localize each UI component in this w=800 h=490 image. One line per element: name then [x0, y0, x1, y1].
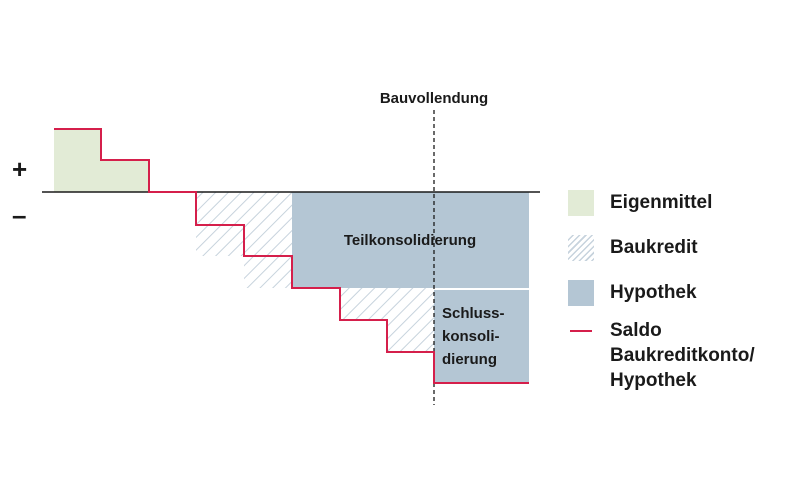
legend-label-saldo-line1: Saldo — [610, 320, 662, 341]
bauvollendung-label: Bauvollendung — [380, 90, 488, 107]
schlusskonsolidierung-label-line3: dierung — [442, 351, 497, 368]
legend-label-baukredit: Baukredit — [610, 237, 698, 258]
plus-sign: + — [12, 154, 27, 184]
schlusskonsolidierung-label-line1: Schluss- — [442, 305, 505, 322]
minus-sign: – — [12, 200, 26, 230]
legend-label-saldo-line2: Baukreditkonto/ — [610, 345, 755, 366]
saldo-line-swatch — [568, 318, 594, 344]
legend-label-eigenmittel: Eigenmittel — [610, 192, 713, 213]
hypothek-swatch — [568, 280, 594, 306]
legend-item-saldo: Saldo Baukreditkonto/ Hypothek — [568, 318, 755, 393]
legend-label-saldo-line3: Hypothek — [610, 370, 697, 391]
schlusskonsolidierung-label-line2: konsoli- — [442, 328, 500, 345]
hypothek-area-teil — [292, 192, 529, 288]
legend-label-hypothek: Hypothek — [610, 282, 697, 303]
baukredit-swatch — [568, 235, 594, 261]
saldo-line — [54, 128, 529, 384]
legend-item-eigenmittel: Eigenmittel — [568, 190, 712, 216]
teilkonsolidierung-label: Teilkonsolidierung — [344, 232, 476, 249]
legend-item-baukredit: Baukredit — [568, 235, 698, 261]
legend-item-hypothek: Hypothek — [568, 280, 697, 306]
legend-label-saldo: Saldo Baukreditkonto/ Hypothek — [610, 318, 755, 393]
hypothek-area-schluss — [434, 290, 529, 383]
eigenmittel-swatch — [568, 190, 594, 216]
